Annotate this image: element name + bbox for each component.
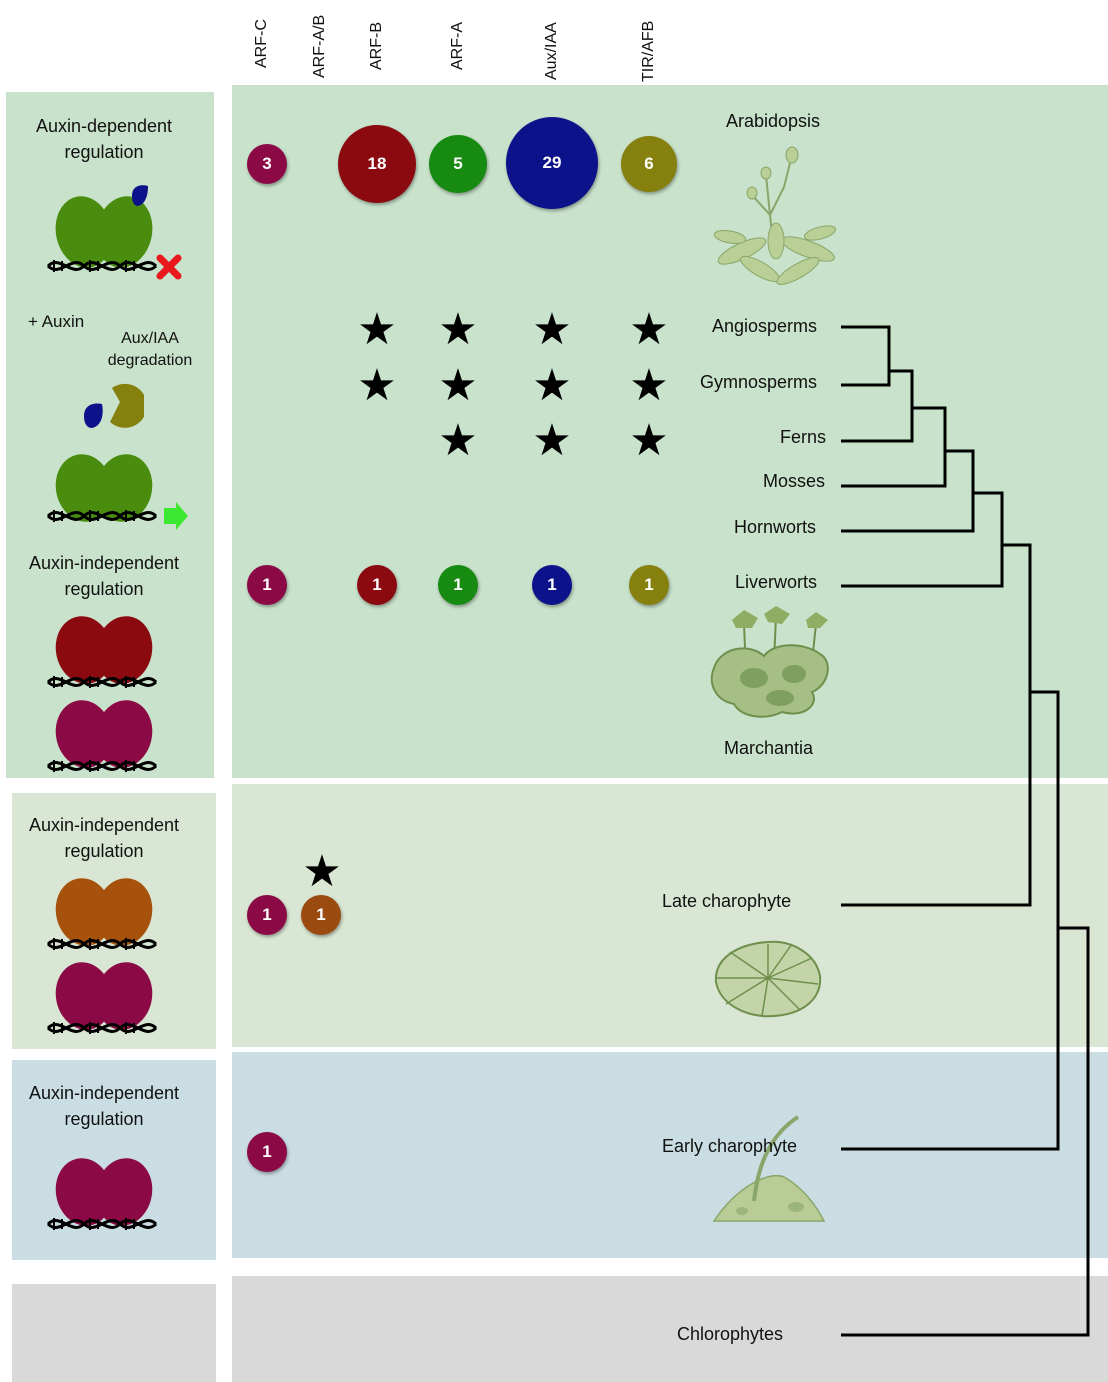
taxon-marchantia-label: Marchantia bbox=[724, 738, 814, 758]
label-line: regulation bbox=[64, 142, 144, 162]
label-line: degradation bbox=[107, 352, 193, 369]
arabidopsis-aux-iaa-count: 29 bbox=[506, 117, 598, 209]
aux-iaa-degradation-label: Aux/IAA degradation bbox=[98, 328, 202, 372]
early-charophyte-plant-icon bbox=[712, 1115, 826, 1222]
active-arf-dimer-icon bbox=[46, 454, 188, 530]
angiosperms-aux-iaa-star-icon: ★ bbox=[532, 305, 572, 354]
taxon-liverworts-label: Liverworts bbox=[735, 572, 818, 592]
angiosperms-arf-a-star-icon: ★ bbox=[438, 305, 478, 354]
plus-auxin-label: + Auxin bbox=[28, 312, 85, 331]
arabidopsis-arf-c-count: 3 bbox=[247, 144, 287, 184]
label-line: regulation bbox=[64, 1109, 144, 1129]
taxon-mosses-label: Mosses bbox=[763, 471, 826, 491]
auxin-dependent-label: Auxin-dependent regulation bbox=[6, 113, 202, 165]
taxon-chlorophytes-label: Chlorophytes bbox=[677, 1324, 784, 1344]
gymnosperms-tir-afb-star-icon: ★ bbox=[629, 361, 669, 410]
column-header-arf-b: ARF-B bbox=[368, 22, 385, 70]
marchantia-plant-icon bbox=[710, 606, 829, 718]
column-header-arf-a: ARF-A bbox=[449, 22, 466, 70]
late-charophyte-arf-c-count: 1 bbox=[247, 895, 287, 935]
taxon-angiosperms-label: Angiosperms bbox=[712, 316, 818, 336]
angiosperms-arf-b-star-icon: ★ bbox=[357, 305, 397, 354]
late-charophyte-arf-ab-count: 1 bbox=[301, 895, 341, 935]
panel-late-charophyte bbox=[232, 784, 1108, 1047]
arabidopsis-tir-afb-count: 6 bbox=[621, 136, 677, 192]
marchantia-arf-a-count: 1 bbox=[438, 565, 478, 605]
taxon-late-charophyte-label: Late charophyte bbox=[662, 891, 792, 911]
panel-early-charophyte bbox=[232, 1052, 1108, 1258]
panel-chlorophytes bbox=[232, 1276, 1108, 1382]
taxon-early-charophyte-label: Early charophyte bbox=[662, 1136, 798, 1156]
arabidopsis-arf-a-count: 5 bbox=[429, 135, 487, 193]
label-line: Auxin-independent bbox=[28, 553, 180, 573]
label-line: regulation bbox=[64, 841, 144, 861]
label-line: Aux/IAA bbox=[121, 330, 179, 347]
column-header-arf-ab: ARF-A/B bbox=[311, 14, 328, 78]
arabidopsis-plant-icon bbox=[713, 146, 837, 285]
taxon-hornworts-label: Hornworts bbox=[734, 517, 817, 537]
auxin-repressed-arf-dimer-icon bbox=[46, 185, 182, 280]
phylogenetic-tree bbox=[841, 325, 1090, 1337]
auxin-independent-label-early: Auxin-independent regulation bbox=[6, 1080, 202, 1132]
arabidopsis-arf-b-count: 18 bbox=[338, 125, 416, 203]
panel-chlorophytes-left bbox=[12, 1284, 216, 1382]
auxin-independent-label-late: Auxin-independent regulation bbox=[6, 812, 202, 864]
ferns-tir-afb-star-icon: ★ bbox=[629, 416, 669, 465]
marchantia-tir-afb-count: 1 bbox=[629, 565, 669, 605]
aux-iaa-degradation-icon bbox=[84, 383, 144, 428]
early-charophyte-arf-c-count: 1 bbox=[247, 1132, 287, 1172]
arf-c-dimer-icon-late bbox=[46, 962, 158, 1036]
late-charophyte-plant-icon bbox=[714, 940, 822, 1018]
label-line: Auxin-independent bbox=[28, 1083, 180, 1103]
column-header-arf-c: ARF-C bbox=[253, 19, 270, 68]
arf-c-dimer-icon bbox=[46, 700, 158, 774]
marchantia-arf-c-count: 1 bbox=[247, 565, 287, 605]
taxon-arabidopsis-label: Arabidopsis bbox=[726, 111, 821, 131]
taxon-ferns-label: Ferns bbox=[780, 427, 827, 447]
column-header-aux-iaa: Aux/IAA bbox=[543, 22, 560, 80]
angiosperms-tir-afb-star-icon: ★ bbox=[629, 305, 669, 354]
auxin-independent-label: Auxin-independent regulation bbox=[6, 550, 202, 602]
arf-ab-dimer-icon bbox=[46, 878, 158, 952]
label-line: Auxin-independent bbox=[28, 815, 180, 835]
arf-c-dimer-icon-early bbox=[46, 1158, 158, 1232]
label-line: Auxin-dependent bbox=[35, 116, 173, 136]
column-header-tir-afb: TIR/AFB bbox=[640, 20, 657, 82]
gymnosperms-aux-iaa-star-icon: ★ bbox=[532, 361, 572, 410]
late-charophyte-arf-ab-star-icon: ★ bbox=[302, 847, 342, 896]
gymnosperms-arf-b-star-icon: ★ bbox=[357, 361, 397, 410]
gymnosperms-arf-a-star-icon: ★ bbox=[438, 361, 478, 410]
ferns-arf-a-star-icon: ★ bbox=[438, 416, 478, 465]
taxon-gymnosperms-label: Gymnosperms bbox=[700, 372, 818, 392]
marchantia-aux-iaa-count: 1 bbox=[532, 565, 572, 605]
label-line: regulation bbox=[64, 579, 144, 599]
marchantia-arf-b-count: 1 bbox=[357, 565, 397, 605]
ferns-aux-iaa-star-icon: ★ bbox=[532, 416, 572, 465]
arf-b-dimer-icon bbox=[46, 616, 158, 690]
